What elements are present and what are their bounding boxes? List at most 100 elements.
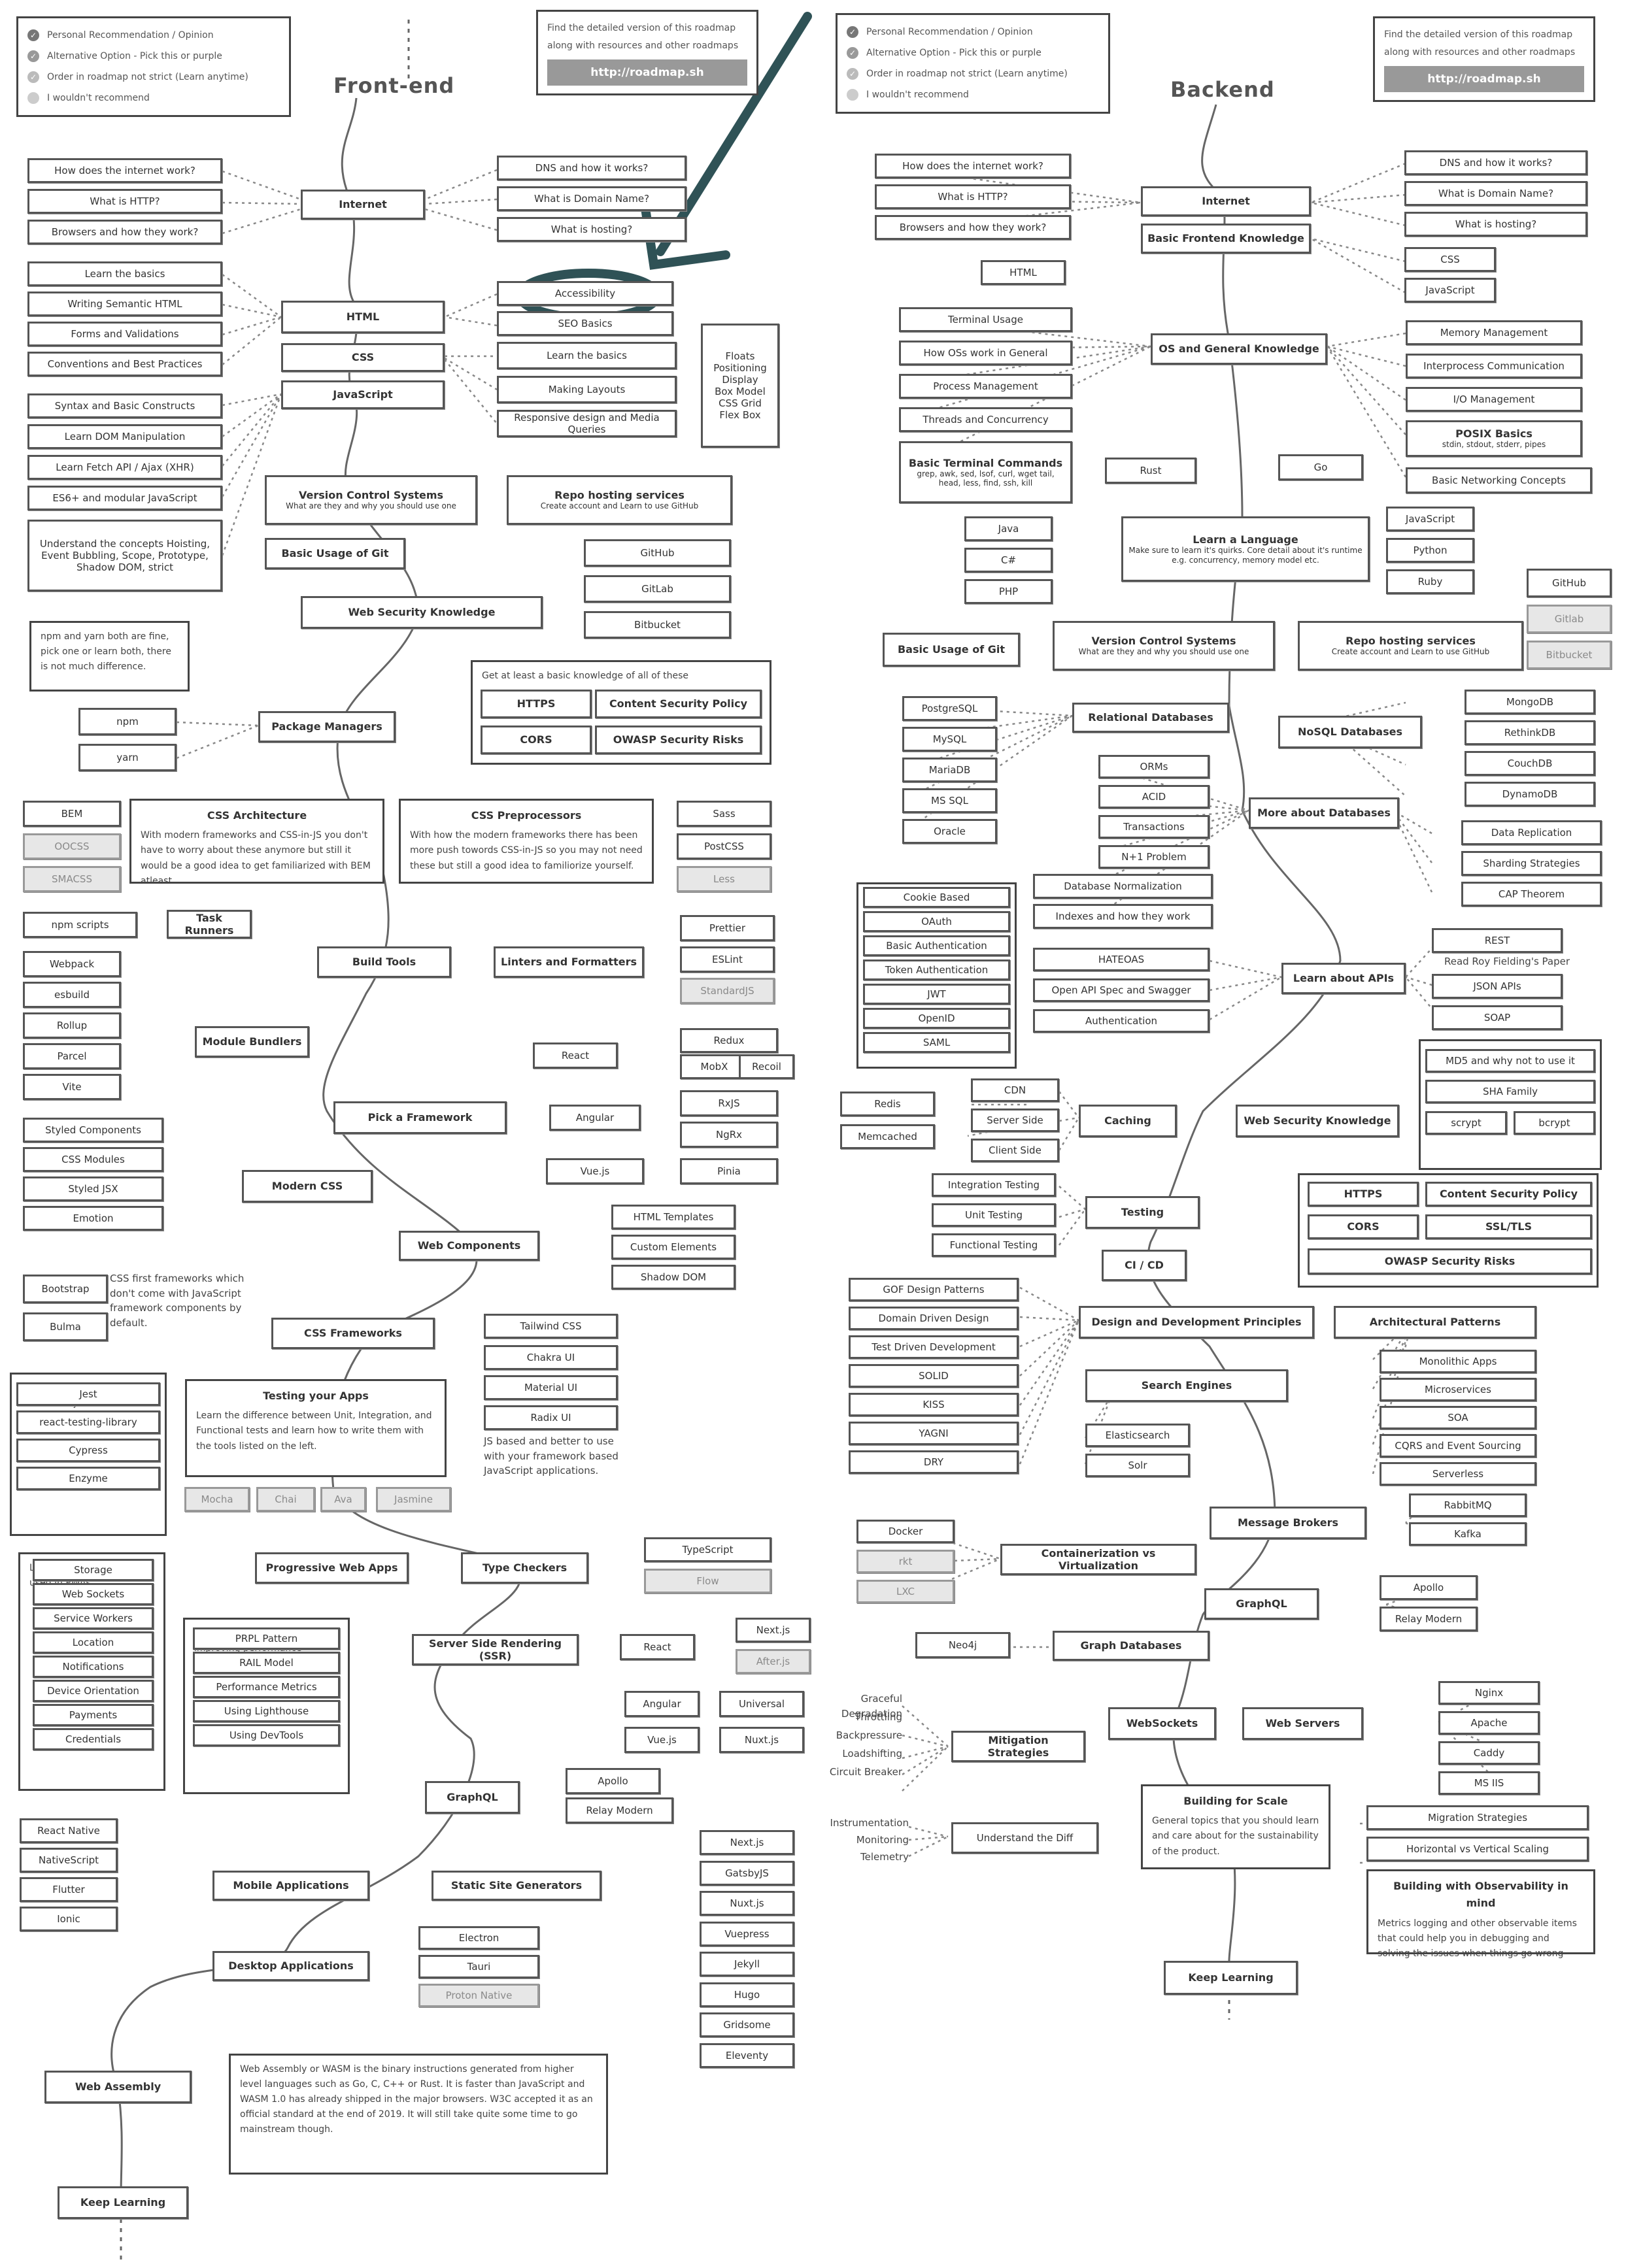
fe-test-other[interactable]: Chai — [256, 1487, 315, 1512]
be-search-engines[interactable]: Search Engines — [1085, 1369, 1288, 1402]
be-arch-item[interactable]: CQRS and Event Sourcing — [1380, 1434, 1536, 1458]
fe-html-topic[interactable]: Conventions and Best Practices — [27, 352, 222, 376]
fe-ssg-item[interactable]: GatsbyJS — [700, 1860, 794, 1886]
fe-pwa-api[interactable]: Web Sockets — [33, 1583, 154, 1605]
be-lang[interactable]: C# — [964, 548, 1053, 573]
be-scale-item[interactable]: Horizontal vs Vertical Scaling — [1366, 1837, 1589, 1861]
be-auth-item[interactable]: Cookie Based — [863, 887, 1010, 908]
fe-linter-item[interactable]: ESLint — [680, 946, 775, 973]
fe-modern-css-item[interactable]: Emotion — [23, 1206, 163, 1231]
fe-react-item[interactable]: MobX — [680, 1054, 749, 1079]
be-internet-topic[interactable]: How does the internet work? — [875, 154, 1071, 178]
fe-ssg-item[interactable]: Eleventy — [700, 2043, 794, 2068]
be-webserver-item[interactable]: Apache — [1438, 1711, 1540, 1735]
be-api-topic[interactable]: REST — [1432, 928, 1563, 953]
fe-pwa-api[interactable]: Notifications — [33, 1656, 154, 1678]
be-api-topic[interactable]: SOAP — [1432, 1005, 1563, 1030]
be-hashing-item[interactable]: MD5 and why not to use it — [1425, 1049, 1595, 1073]
be-internet[interactable]: Internet — [1141, 186, 1311, 216]
fe-ssg[interactable]: Static Site Generators — [432, 1871, 601, 1901]
fe-task-runners[interactable]: Task Runners — [167, 910, 252, 939]
be-nosql-db[interactable]: NoSQL Databases — [1278, 716, 1422, 748]
fe-angular-item[interactable]: NgRx — [680, 1122, 778, 1148]
fe-ssr-react[interactable]: React — [620, 1634, 695, 1660]
fe-css-pre-item[interactable]: Sass — [677, 801, 771, 827]
be-testing-item[interactable]: Integration Testing — [932, 1173, 1056, 1197]
fe-internet-topic[interactable]: What is hosting? — [497, 217, 686, 242]
be-design-item[interactable]: Domain Driven Design — [849, 1307, 1019, 1330]
fe-mobile-item[interactable]: React Native — [20, 1818, 118, 1843]
fe-ssr-vue[interactable]: Vue.js — [624, 1727, 700, 1753]
be-internet-topic[interactable]: What is Domain Name? — [1404, 181, 1587, 206]
fe-security-item[interactable]: CORS — [481, 725, 592, 754]
be-api-topic[interactable]: JSON APIs — [1432, 974, 1563, 999]
fe-bundler-item[interactable]: Rollup — [23, 1012, 121, 1039]
be-db-topic[interactable]: N+1 Problem — [1098, 845, 1210, 869]
fe-ssr-vue-item[interactable]: Nuxt.js — [719, 1727, 804, 1753]
fe-desktop-item[interactable]: Proton Native — [418, 1984, 539, 2007]
fe-pkg-item[interactable]: npm — [78, 708, 177, 735]
fe-html-topic[interactable]: SEO Basics — [497, 311, 673, 336]
be-auth-item[interactable]: JWT — [863, 984, 1010, 1005]
fe-ssr-angular[interactable]: Angular — [624, 1691, 700, 1717]
be-webserver-item[interactable]: MS IIS — [1438, 1771, 1540, 1795]
fe-angular[interactable]: Angular — [549, 1105, 641, 1131]
be-hashing-item[interactable]: SHA Family — [1425, 1080, 1595, 1103]
be-security-item[interactable]: OWASP Security Risks — [1308, 1248, 1592, 1275]
fe-ssr-react-item[interactable]: Next.js — [736, 1618, 811, 1643]
fe-css-fw-item[interactable]: Radix UI — [484, 1405, 618, 1430]
be-testing-item[interactable]: Unit Testing — [932, 1203, 1056, 1227]
fe-css-fw-item[interactable]: Chakra UI — [484, 1345, 618, 1370]
fe-git[interactable]: Basic Usage of Git — [265, 538, 405, 569]
fe-css-fw-item[interactable]: Tailwind CSS — [484, 1314, 618, 1339]
fe-ssg-item[interactable]: Next.js — [700, 1830, 794, 1855]
be-db-topic[interactable]: ACID — [1098, 785, 1210, 809]
be-nosql-item[interactable]: DynamoDB — [1465, 782, 1595, 807]
be-mitigation[interactable]: Mitigation Strategies — [951, 1731, 1085, 1762]
be-os-topic[interactable]: Interprocess Communication — [1406, 354, 1582, 378]
be-understand-diff[interactable]: Understand the Diff — [951, 1822, 1098, 1854]
fe-pwa[interactable]: Progressive Web Apps — [255, 1552, 409, 1584]
fe-test-other[interactable]: Mocha — [184, 1487, 250, 1512]
fe-ssg-item[interactable]: Hugo — [700, 1982, 794, 2007]
fe-graphql-item[interactable]: Apollo — [566, 1768, 660, 1794]
fe-web-assembly[interactable]: Web Assembly — [44, 2071, 192, 2103]
fe-js-topic[interactable]: Learn DOM Manipulation — [27, 424, 222, 449]
be-security-item[interactable]: CORS — [1308, 1214, 1419, 1239]
fe-pwa-api[interactable]: Credentials — [33, 1728, 154, 1750]
fe-ssg-item[interactable]: Nuxt.js — [700, 1891, 794, 1916]
be-lang[interactable]: Java — [964, 516, 1053, 541]
fe-internet-topic[interactable]: Browsers and how they work? — [27, 220, 222, 244]
fe-security-item[interactable]: HTTPS — [481, 690, 592, 718]
be-auth-item[interactable]: Basic Authentication — [863, 935, 1010, 956]
fe-css-topic[interactable]: Making Layouts — [497, 376, 677, 403]
be-rdb-item[interactable]: PostgreSQL — [902, 696, 997, 721]
be-webserver-item[interactable]: Caddy — [1438, 1741, 1540, 1765]
be-db-topic[interactable]: CAP Theorem — [1461, 882, 1602, 907]
be-db-topic[interactable]: ORMs — [1098, 755, 1210, 778]
be-design-item[interactable]: KISS — [849, 1393, 1019, 1416]
fe-repo[interactable]: GitHub — [584, 539, 731, 567]
fe-js-topic[interactable]: Syntax and Basic Constructs — [27, 393, 222, 418]
be-web-servers[interactable]: Web Servers — [1242, 1707, 1363, 1740]
be-container-item[interactable]: rkt — [856, 1550, 955, 1573]
fe-security-item[interactable]: Content Security Policy — [595, 690, 762, 718]
fe-pwa-perf[interactable]: Using Lighthouse — [193, 1700, 340, 1722]
be-arch-item[interactable]: Microservices — [1380, 1378, 1536, 1401]
be-repo[interactable]: Gitlab — [1527, 605, 1612, 633]
be-internet-topic[interactable]: What is HTTP? — [875, 184, 1071, 209]
fe-modern-css[interactable]: Modern CSS — [242, 1170, 373, 1203]
be-lang[interactable]: Go — [1278, 454, 1363, 480]
be-db-topic[interactable]: Transactions — [1098, 815, 1210, 839]
be-cicd[interactable]: CI / CD — [1102, 1250, 1187, 1281]
be-search-item[interactable]: Elasticsearch — [1085, 1424, 1190, 1447]
be-auth-item[interactable]: OpenID — [863, 1008, 1010, 1029]
fe-modern-css-item[interactable]: Styled JSX — [23, 1176, 163, 1201]
be-container-item[interactable]: LXC — [856, 1580, 955, 1603]
be-security-item[interactable]: Content Security Policy — [1425, 1182, 1592, 1207]
be-caching[interactable]: Caching — [1079, 1105, 1177, 1137]
roadmap-link[interactable]: http://roadmap.sh — [1384, 66, 1584, 93]
